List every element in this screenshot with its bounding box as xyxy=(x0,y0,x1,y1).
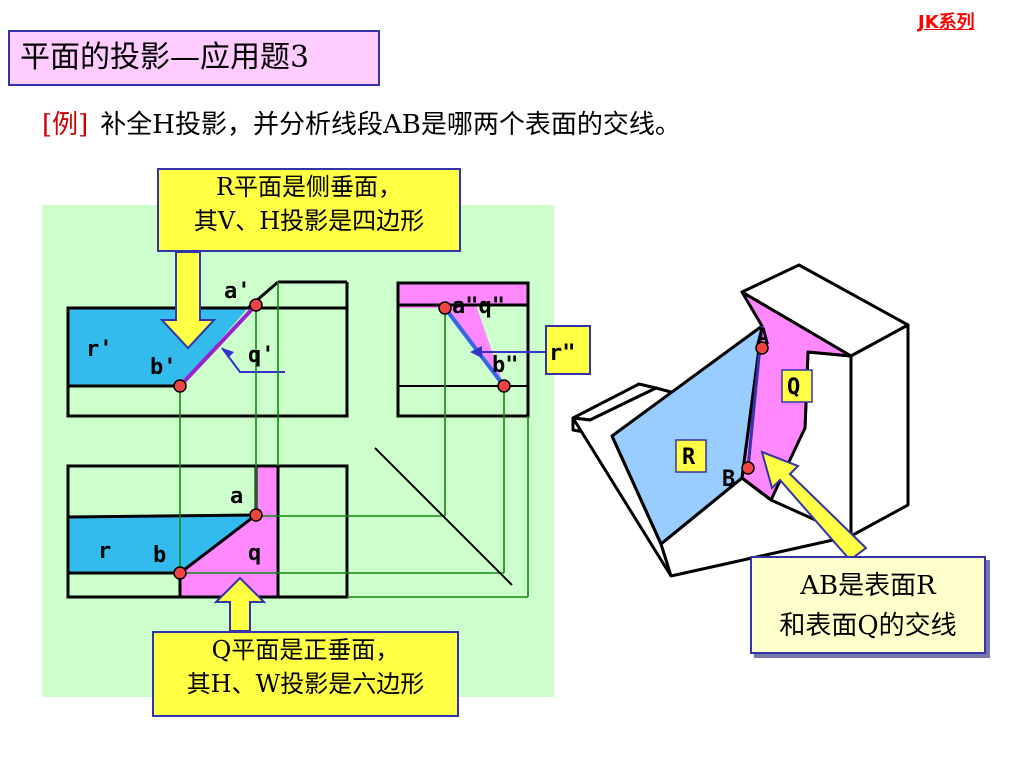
ab-line2: 和表面Q的交线 xyxy=(779,611,957,641)
q-plane-line1: Q平面是正垂面， xyxy=(211,636,400,664)
ab-intersection-callout: AB是表面R 和表面Q的交线 xyxy=(750,556,986,654)
label-A-3d: A xyxy=(756,325,769,350)
ab-line1: AB是表面R xyxy=(800,571,936,601)
q-plane-callout: Q平面是正垂面， 其H、W投影是六边形 xyxy=(152,631,459,717)
label-r-double-prime: r" xyxy=(549,341,576,366)
r-plane-callout: R平面是侧垂面， 其V、H投影是四边形 xyxy=(157,168,461,252)
q-plane-line2: 其H、W投影是六边形 xyxy=(186,670,425,698)
label-q: q xyxy=(248,541,261,566)
label-r: r xyxy=(98,539,111,564)
label-R-3d: R xyxy=(682,445,696,470)
line-ab-front xyxy=(178,303,258,388)
label-a: a xyxy=(230,484,243,509)
arrow-q-callout xyxy=(213,576,267,632)
arrow-ab-callout xyxy=(760,450,868,562)
label-a-q-double-prime: a"q" xyxy=(452,294,505,319)
line-ab-top xyxy=(179,513,257,575)
label-b-double-prime: b" xyxy=(492,353,519,378)
line-ab-side xyxy=(443,306,506,388)
label-r-prime: r' xyxy=(86,337,113,362)
miter-line xyxy=(374,447,513,586)
projection-points xyxy=(173,298,511,580)
example-tag: [例] xyxy=(42,110,89,140)
top-view xyxy=(66,464,349,599)
label-q-prime: q' xyxy=(248,343,275,368)
series-tag: JK系列 xyxy=(918,12,975,33)
r-plane-line2: 其V、H投影是四边形 xyxy=(193,207,425,235)
example-text: 补全H投影，并分析线段AB是哪两个表面的交线。 xyxy=(100,110,681,140)
label-a-prime: a' xyxy=(224,279,251,304)
arrow-r-callout xyxy=(159,251,217,350)
label-Q-3d: Q xyxy=(787,375,800,400)
label-B-3d: B xyxy=(722,467,735,492)
face-q xyxy=(180,466,278,597)
page-title: 平面的投影—应用题3 xyxy=(8,30,380,86)
isometric-object xyxy=(571,263,910,578)
construction-lines xyxy=(179,282,529,598)
label-b: b xyxy=(153,543,166,568)
example-statement: [例] 补全H投影，并分析线段AB是哪两个表面的交线。 xyxy=(42,104,681,141)
r-plane-line1: R平面是侧垂面， xyxy=(215,173,403,201)
r-double-prime-box xyxy=(545,325,591,375)
label-b-prime: b' xyxy=(150,355,177,380)
